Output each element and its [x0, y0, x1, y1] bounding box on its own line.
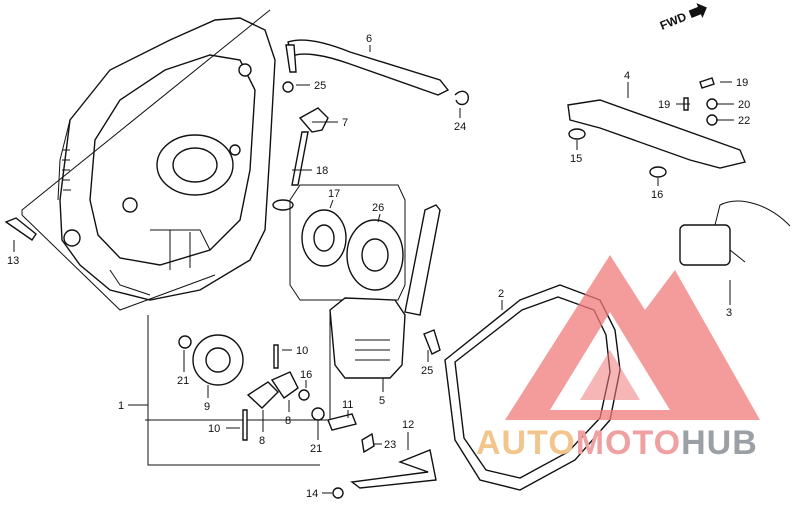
callout-21a: 21 — [177, 375, 189, 387]
callout-13: 13 — [7, 255, 19, 267]
callout-1: 1 — [118, 400, 124, 412]
callout-5: 5 — [379, 395, 385, 407]
fwd-indicator: FWD — [658, 3, 707, 33]
bolt-25 — [423, 329, 441, 355]
callout-22: 22 — [738, 115, 750, 127]
bearings — [289, 184, 406, 301]
callout-11: 11 — [342, 399, 353, 411]
leader-lines — [13, 45, 734, 494]
callout-9: 9 — [204, 401, 210, 413]
callout-24b: 24 — [454, 121, 466, 133]
washer-15a — [568, 128, 586, 140]
brand-moto: MOTO — [575, 424, 682, 462]
callout-15b: 16 — [651, 189, 663, 201]
callout-2: 2 — [498, 288, 504, 300]
fwd-arrow-icon — [688, 3, 707, 19]
callout-19a: 19 — [736, 77, 748, 89]
callout-19b: 19 — [658, 99, 670, 111]
callout-20: 20 — [738, 99, 750, 111]
fwd-label: FWD — [658, 9, 689, 32]
callout-14: 14 — [306, 488, 318, 500]
callout-23: 23 — [384, 439, 396, 451]
governor-gear — [192, 334, 244, 386]
brand-auto: AUTO — [476, 424, 576, 462]
callout-24a: 25 — [314, 80, 326, 92]
screw-19a — [699, 77, 715, 89]
callout-8b: 8 — [259, 435, 265, 447]
callout-18: 18 — [316, 165, 328, 177]
oil-strainer — [145, 204, 441, 421]
bracket-4 — [567, 99, 746, 169]
callout-7: 7 — [342, 117, 348, 129]
governor-holder-8 — [270, 371, 299, 399]
washer-15b — [649, 166, 667, 178]
callout-16: 16 — [300, 369, 312, 381]
shaft-11 — [327, 413, 357, 431]
callout-26: 26 — [372, 202, 384, 214]
clip-23 — [361, 432, 375, 454]
brand-wordmark: AUTOMOTOHUB — [476, 424, 758, 463]
washer-16 — [298, 389, 310, 401]
governor-weight-8 — [246, 381, 279, 409]
callout-6: 6 — [366, 33, 372, 45]
oil-alert-unit-3 — [679, 200, 791, 266]
clip-24a — [282, 81, 294, 93]
governor-arm-12 — [350, 449, 437, 489]
washer-21b — [311, 407, 325, 421]
callout-3: 3 — [726, 307, 732, 319]
callout-4: 4 — [624, 70, 630, 82]
pin-10a — [273, 344, 279, 369]
pin-10b — [242, 409, 248, 441]
washer-21a — [178, 335, 192, 349]
callout-15a: 15 — [570, 153, 582, 165]
callout-12: 12 — [402, 419, 414, 431]
callout-10a: 10 — [296, 345, 308, 357]
crankcase-cover — [57, 17, 276, 301]
callout-8a: 8 — [285, 415, 291, 427]
triangle-logo-icon — [505, 255, 760, 420]
callout-10b: 10 — [208, 423, 220, 435]
brand-hub: HUB — [681, 424, 758, 462]
triangle-logo-inner-icon — [580, 350, 640, 400]
clip-24b — [454, 90, 469, 106]
callout-labels: 6 25 24 7 18 17 26 4 19 19 20 22 15 16 3… — [7, 33, 750, 500]
bolt-13 — [4, 217, 37, 241]
callout-21b: 21 — [310, 443, 322, 455]
callout-25: 25 — [421, 365, 433, 377]
watermark-logo — [505, 255, 760, 420]
breather-hose — [285, 39, 450, 96]
o-ring-18 — [272, 199, 294, 211]
oil-dipstick — [291, 107, 329, 186]
nut-20 — [706, 98, 718, 110]
callout-17: 17 — [328, 188, 340, 200]
washer-14 — [332, 487, 344, 499]
washer-22 — [706, 114, 718, 126]
leader-1 — [21, 9, 320, 466]
